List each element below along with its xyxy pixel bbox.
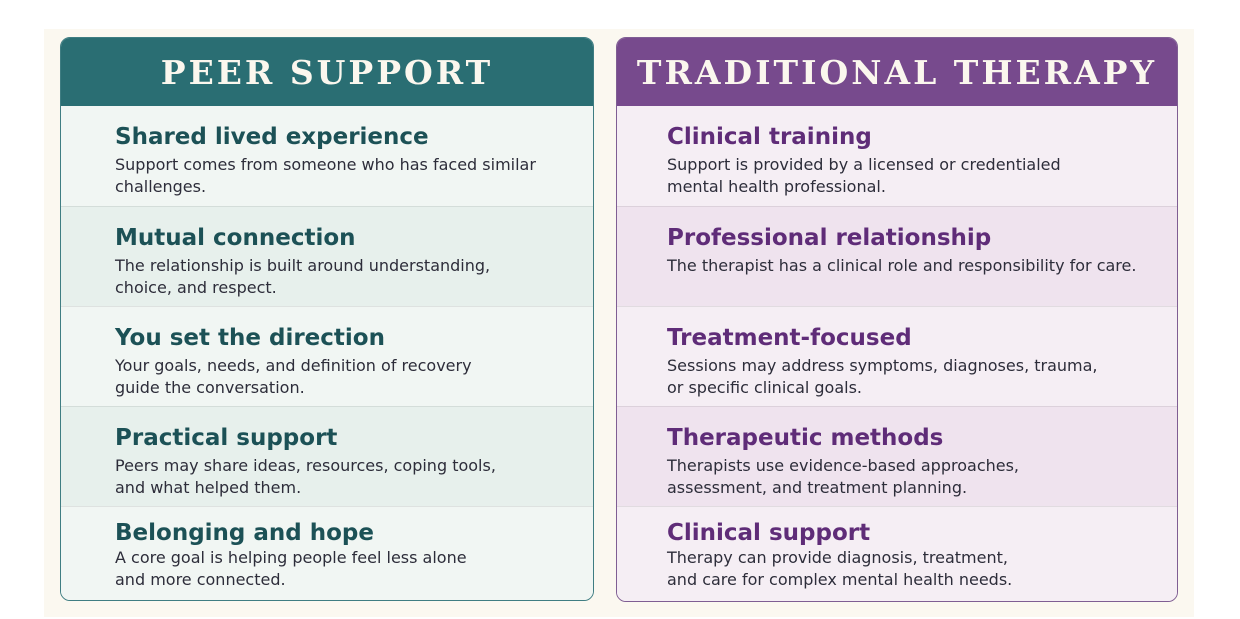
item-description: Support comes from someone who has faced… <box>115 154 573 198</box>
description-line: A core goal is helping people feel less … <box>115 548 467 567</box>
item-description: The therapist has a clinical role and re… <box>667 255 1157 277</box>
description-line: assessment, and treatment planning. <box>667 478 968 497</box>
list-item: Belonging and hope A core goal is helpin… <box>61 506 593 600</box>
list-item: Shared lived experience Support comes fr… <box>61 106 593 206</box>
item-title: Treatment-focused <box>667 325 912 351</box>
traditional-therapy-list: Clinical training Support is provided by… <box>617 106 1177 601</box>
item-title: Belonging and hope <box>115 520 374 546</box>
item-description: The relationship is built around underst… <box>115 255 573 299</box>
description-line: Support comes from someone who has faced… <box>115 155 536 196</box>
item-description: Sessions may address symptoms, diagnoses… <box>667 355 1157 399</box>
description-line: Therapy can provide diagnosis, treatment… <box>667 548 1008 567</box>
description-line: Sessions may address symptoms, diagnoses… <box>667 356 1098 375</box>
description-line: and what helped them. <box>115 478 302 497</box>
description-line: Peers may share ideas, resources, coping… <box>115 456 496 475</box>
item-description: Support is provided by a licensed or cre… <box>667 154 1157 198</box>
peer-support-card: PEER SUPPORT Shared lived experience Sup… <box>60 37 594 601</box>
item-description: Therapists use evidence-based approaches… <box>667 455 1157 499</box>
peer-support-heading: PEER SUPPORT <box>61 38 593 106</box>
traditional-therapy-card: TRADITIONAL THERAPY Clinical training Su… <box>616 37 1178 602</box>
description-line: mental health professional. <box>667 177 886 196</box>
list-item: You set the direction Your goals, needs,… <box>61 306 593 406</box>
traditional-therapy-heading: TRADITIONAL THERAPY <box>617 38 1177 106</box>
item-title: Clinical support <box>667 520 871 546</box>
description-line: guide the conversation. <box>115 378 305 397</box>
description-line: Therapists use evidence-based approaches… <box>667 456 1020 475</box>
description-line: Support is provided by a licensed or cre… <box>667 155 1061 174</box>
list-item: Clinical training Support is provided by… <box>617 106 1177 206</box>
description-line: and care for complex mental health needs… <box>667 570 1013 589</box>
list-item: Therapeutic methods Therapists use evide… <box>617 406 1177 506</box>
description-line: and more connected. <box>115 570 286 589</box>
description-line: The relationship is built around underst… <box>115 256 491 275</box>
list-item: Professional relationship The therapist … <box>617 206 1177 306</box>
list-item: Clinical support Therapy can provide dia… <box>617 506 1177 601</box>
item-title: Practical support <box>115 425 338 451</box>
list-item: Practical support Peers may share ideas,… <box>61 406 593 506</box>
item-description: Therapy can provide diagnosis, treatment… <box>667 547 1157 591</box>
item-title: Therapeutic methods <box>667 425 944 451</box>
peer-support-list: Shared lived experience Support comes fr… <box>61 106 593 600</box>
comparison-panel: PEER SUPPORT Shared lived experience Sup… <box>44 29 1194 617</box>
description-line: or specific clinical goals. <box>667 378 863 397</box>
item-description: A core goal is helping people feel less … <box>115 547 573 591</box>
item-title: You set the direction <box>115 325 385 351</box>
description-line: Your goals, needs, and definition of rec… <box>115 356 472 375</box>
item-title: Professional relationship <box>667 225 992 251</box>
description-line: The therapist has a clinical role and re… <box>667 256 1137 275</box>
item-description: Peers may share ideas, resources, coping… <box>115 455 573 499</box>
list-item: Mutual connection The relationship is bu… <box>61 206 593 306</box>
item-description: Your goals, needs, and definition of rec… <box>115 355 573 399</box>
description-line: choice, and respect. <box>115 278 277 297</box>
list-item: Treatment-focused Sessions may address s… <box>617 306 1177 406</box>
item-title: Shared lived experience <box>115 124 429 150</box>
item-title: Mutual connection <box>115 225 356 251</box>
item-title: Clinical training <box>667 124 872 150</box>
